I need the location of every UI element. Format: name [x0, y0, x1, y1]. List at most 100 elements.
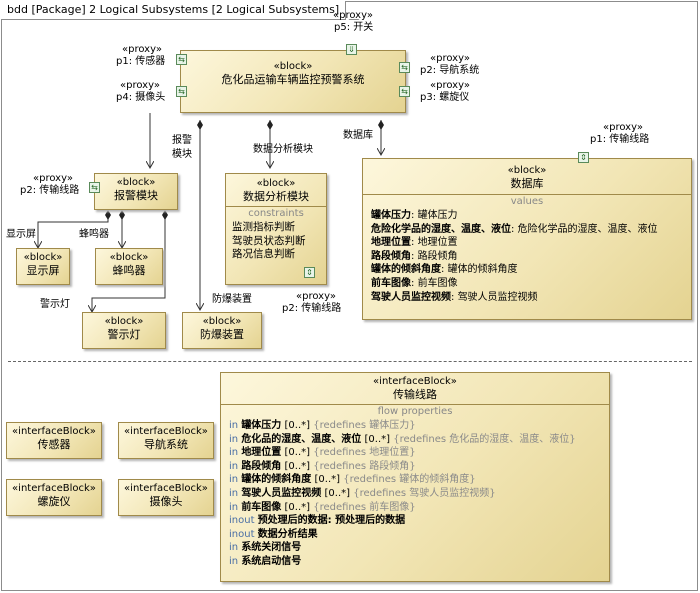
flow-multiplicity: [0..*] — [284, 501, 311, 513]
flow-row: in 危化品的湿度、温度、液位 [0..*] {redefines 危化品的湿度… — [221, 433, 609, 447]
flow-direction: in — [229, 542, 239, 554]
value-type: 罐体压力 — [417, 210, 458, 221]
port-p5[interactable]: ⇓ — [346, 44, 357, 55]
interface-stereotype: «interfaceBlock» — [12, 483, 96, 494]
database-port-p1[interactable]: ⇕ — [578, 152, 589, 163]
flow-multiplicity: [0..*] — [284, 447, 311, 459]
values-compartment: values 罐体压力: 罐体压力 危险化学品的湿度、温度、液位: 危险化学品的… — [363, 194, 691, 304]
interface-camera[interactable]: «interfaceBlock» 摄像头 — [118, 479, 214, 516]
port-p1-label: p1: 传感器 — [116, 56, 166, 67]
flow-name: 前车图像 — [241, 501, 282, 513]
value-key: 危险化学品的湿度、温度、液位 — [371, 223, 511, 235]
section-separator — [8, 361, 692, 362]
interface-nav-name: 导航系统 — [144, 438, 188, 451]
value-type: 地理位置 — [417, 237, 458, 249]
link-alarm-lamp — [92, 210, 165, 312]
flow-name: 罐体的倾斜角度 — [241, 474, 312, 486]
proxy-label: «proxy» — [603, 122, 643, 133]
port-p5-label: p5: 开关 — [334, 22, 374, 33]
analysis-block[interactable]: «block» 数据分析模块 constraints 监测指标判断 驾驶员状态判… — [225, 173, 327, 285]
interface-sensor[interactable]: «interfaceBlock» 传感器 — [6, 422, 102, 459]
values-header: values — [510, 196, 544, 207]
proxy-label: «proxy» — [33, 173, 73, 184]
value-row: 危险化学品的湿度、温度、液位: 危险化学品的湿度、温度、液位 — [371, 223, 658, 235]
port-p3-label: p3: 螺旋仪 — [420, 92, 470, 103]
flow-row: in 系统启动信号 — [221, 555, 609, 569]
buzzer-name: 蜂鸣器 — [112, 264, 146, 277]
port-p1[interactable]: ⇆ — [176, 54, 187, 65]
lamp-name: 警示灯 — [107, 328, 141, 341]
flow-direction: in — [229, 460, 239, 472]
interface-stereotype: «interfaceBlock» — [124, 426, 208, 437]
buzzer-block[interactable]: «block» 蜂鸣器 — [95, 248, 163, 285]
value-key: 前车图像 — [371, 277, 411, 289]
alarm-block[interactable]: «block» 报警模块 — [94, 173, 178, 210]
flow-redefines: {redefines 危化品的湿度、温度、液位} — [393, 433, 576, 445]
constraint-item: 驾驶员状态判断 — [232, 234, 306, 247]
flow-direction: inout — [229, 515, 255, 527]
flow-name: 地理位置 — [241, 447, 282, 459]
database-name: 数据库 — [510, 177, 544, 190]
value-row: 地理位置: 地理位置 — [371, 237, 458, 249]
transmission-name: 传输线路 — [393, 388, 437, 401]
flow-name: 系统启动信号 — [241, 555, 302, 567]
alarm-name: 报警模块 — [114, 189, 158, 202]
interface-sensor-name: 传感器 — [37, 438, 71, 451]
proxy-label: «proxy» — [430, 53, 470, 64]
value-type: 驾驶人员监控视频 — [457, 291, 538, 303]
value-type: 前车图像 — [417, 277, 458, 289]
database-block[interactable]: «block» 数据库 values 罐体压力: 罐体压力 危险化学品的湿度、温… — [362, 158, 692, 320]
interface-gyro-name: 螺旋仪 — [37, 495, 71, 508]
screen-block[interactable]: «block» 显示屏 — [16, 248, 70, 285]
proxy-label: «proxy» — [430, 80, 470, 91]
value-type: 路段倾角 — [417, 250, 458, 262]
role-lamp: 警示灯 — [40, 299, 70, 310]
role-analysis: 数据分析模块 — [253, 144, 313, 155]
flow-row: in 地理位置 [0..*] {redefines 地理位置} — [221, 446, 609, 460]
block-stereotype: «block» — [256, 178, 296, 189]
port-p4[interactable]: ⇆ — [176, 86, 187, 97]
port-p2-label: p2: 导航系统 — [420, 65, 480, 76]
interface-nav[interactable]: «interfaceBlock» 导航系统 — [118, 422, 214, 459]
port-p3[interactable]: ⇆ — [399, 86, 410, 97]
flow-multiplicity: [0..*] — [284, 420, 311, 431]
flow-direction: in — [229, 433, 239, 445]
system-block[interactable]: «block» 危化品运输车辆监控预警系统 — [180, 50, 406, 113]
port-p2[interactable]: ⇆ — [399, 62, 410, 73]
flow-redefines: {redefines 地理位置} — [313, 447, 416, 459]
constraint-item: 监测指标判断 — [232, 221, 295, 233]
interface-transmission-line[interactable]: «interfaceBlock» 传输线路 flow properties in… — [220, 372, 610, 582]
block-stereotype: «block» — [116, 177, 156, 188]
flow-name: 驾驶人员监控视频 — [241, 487, 322, 499]
value-key: 驾驶人员监控视频 — [371, 291, 451, 303]
flow-redefines: {redefines 驾驶人员监控视频} — [353, 487, 496, 499]
interface-stereotype: «interfaceBlock» — [373, 376, 457, 387]
block-stereotype: «block» — [507, 165, 547, 176]
flow-direction: in — [229, 555, 239, 567]
value-type: 危险化学品的湿度、温度、液位 — [517, 223, 658, 235]
flow-direction: in — [229, 420, 239, 431]
alarm-port-p2[interactable]: ⇆ — [89, 182, 100, 193]
value-row: 驾驶人员监控视频: 驾驶人员监控视频 — [371, 291, 538, 303]
analysis-port-p2[interactable]: ⇕ — [304, 267, 315, 278]
interface-gyro[interactable]: «interfaceBlock» 螺旋仪 — [6, 479, 102, 516]
role-db: 数据库 — [343, 130, 373, 141]
flow-name: 罐体压力 — [241, 420, 282, 431]
explosion-block[interactable]: «block» 防爆装置 — [182, 312, 262, 349]
value-row: 路段倾角: 路段倾角 — [371, 250, 458, 262]
constraints-compartment: constraints 监测指标判断 驾驶员状态判断 路况信息判断 — [226, 206, 326, 262]
flow-redefines: {redefines 前车图像} — [313, 501, 416, 513]
block-stereotype: «block» — [273, 61, 313, 72]
alarm-port-label: p2: 传输线路 — [20, 185, 80, 196]
role-alarm: 报警 模块 — [172, 135, 192, 160]
port-p4-label: p4: 摄像头 — [116, 92, 166, 103]
lamp-block[interactable]: «block» 警示灯 — [82, 312, 166, 349]
flow-name: 路段倾角 — [241, 460, 282, 472]
proxy-label: «proxy» — [333, 10, 373, 21]
proxy-label: «proxy» — [120, 80, 160, 91]
flow-row: inout 预处理后的数据: 预处理后的数据 — [221, 514, 609, 528]
constraints-header: constraints — [248, 208, 304, 219]
database-port-label: p1: 传输线路 — [590, 134, 650, 145]
